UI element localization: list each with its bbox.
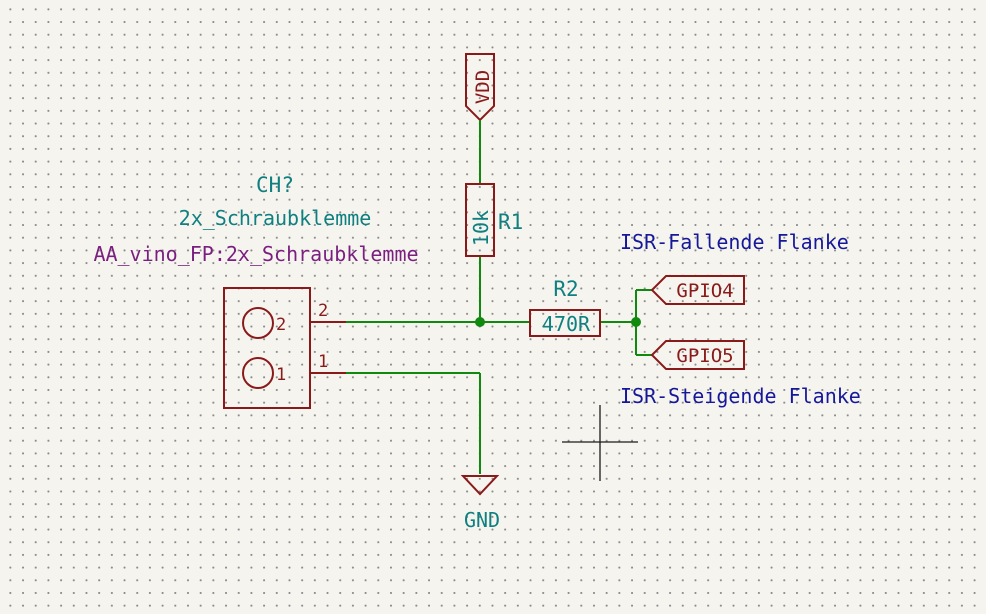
wires: [346, 120, 652, 474]
gpio4-label: GPIO4: [676, 280, 733, 302]
vdd-label: VDD: [472, 70, 494, 104]
gnd-power-symbol[interactable]: GND: [460, 475, 500, 532]
junction-dot: [631, 317, 641, 327]
terminal-connector[interactable]: 2 1 2 1: [223, 287, 346, 409]
gnd-triangle: [460, 475, 500, 496]
r1-body: [465, 183, 495, 257]
terminal-screw-2: [242, 307, 274, 339]
vdd-flag-outline: [465, 53, 495, 122]
vdd-power-symbol[interactable]: VDD: [465, 53, 495, 122]
r2-value: 470R: [542, 312, 591, 336]
pin-name-2: 2: [276, 315, 286, 335]
r2-body: [529, 309, 601, 337]
gpio5-label: GPIO5: [676, 345, 733, 367]
global-label-gpio5[interactable]: GPIO5: [650, 340, 745, 370]
r1-reference: R1: [498, 210, 523, 234]
note-falling-edge: ISR-Fallende Flanke: [620, 230, 849, 254]
r2-reference: R2: [553, 277, 578, 301]
global-label-gpio4[interactable]: GPIO4: [650, 275, 745, 305]
connector-value: 2x_Schraubklemme: [179, 206, 372, 230]
gpio5-flag: [650, 340, 745, 370]
connector-footprint: AA_vino_FP:2x_Schraubklemme: [93, 242, 418, 266]
note-rising-edge: ISR-Steigende Flanke: [620, 384, 861, 408]
connector-reference: CH?: [256, 173, 294, 197]
r1-value: 10k: [469, 210, 493, 246]
connector-body: [223, 287, 311, 409]
gnd-label: GND: [464, 508, 500, 532]
pin-number-1: 1: [318, 352, 328, 372]
pin-name-1: 1: [276, 365, 286, 385]
cursor-crosshair: [562, 405, 638, 481]
terminal-screw-1: [242, 357, 274, 389]
junction-dot: [475, 317, 485, 327]
gpio4-flag: [650, 275, 745, 305]
resistor-r2[interactable]: 470R R2: [529, 277, 601, 337]
pin-number-2: 2: [318, 301, 328, 321]
resistor-r1[interactable]: 10k R1: [465, 183, 523, 257]
